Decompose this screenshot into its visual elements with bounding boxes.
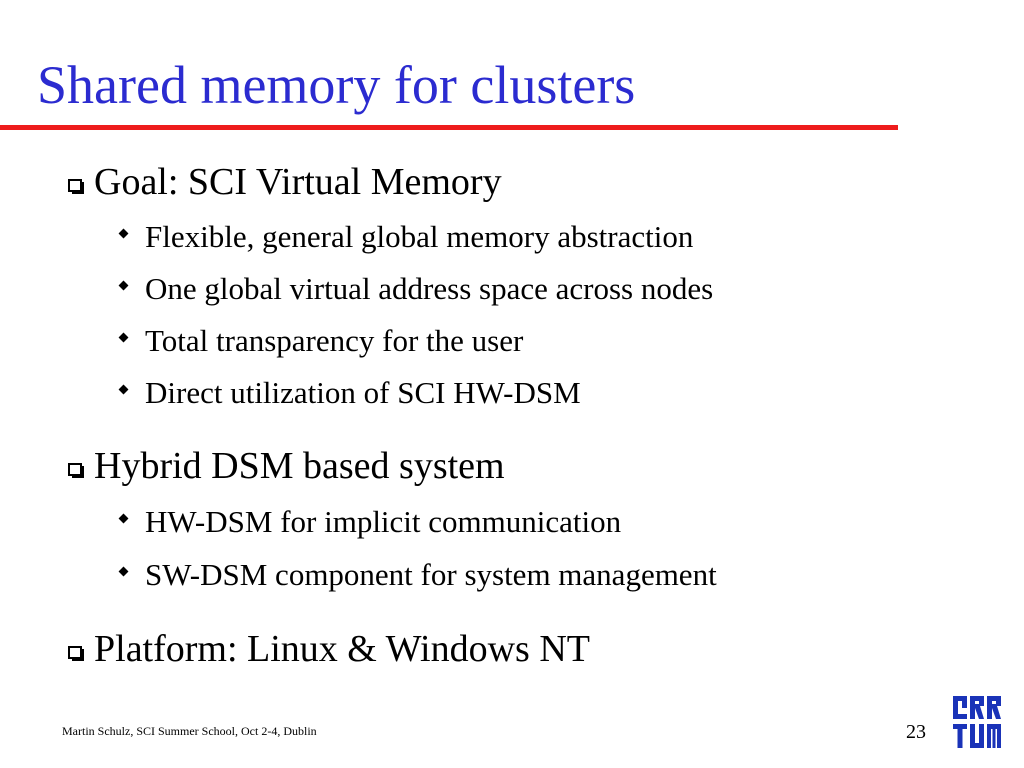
tum-logo-icon	[953, 696, 1001, 748]
sub-bullet-text: Direct utilization of SCI HW-DSM	[145, 375, 581, 410]
sub-bullet-text: HW-DSM for implicit communication	[145, 504, 622, 539]
sub-bullet-text: One global virtual address space across …	[145, 271, 714, 306]
sub-bullet: Flexible, general global memory abstract…	[118, 218, 694, 256]
bullet-goal: Goal: SCI Virtual Memory	[68, 160, 502, 204]
page-number: 23	[906, 721, 926, 743]
diamond-bullet-icon	[118, 228, 129, 238]
bullet-text: Platform: Linux & Windows NT	[94, 628, 590, 670]
bullet-text: Goal: SCI Virtual Memory	[94, 161, 502, 203]
sub-bullet: One global virtual address space across …	[118, 270, 714, 308]
bullet-text: Hybrid DSM based system	[94, 445, 505, 487]
slide-title: Shared memory for clusters	[37, 55, 636, 115]
diamond-bullet-icon	[118, 384, 129, 394]
bullet-platform: Platform: Linux & Windows NT	[68, 627, 590, 671]
diamond-bullet-icon	[118, 513, 129, 523]
sub-bullet: Total transparency for the user	[118, 322, 524, 360]
diamond-bullet-icon	[118, 332, 129, 342]
checkbox-bullet-icon	[68, 645, 84, 661]
sub-bullet-text: Total transparency for the user	[145, 323, 524, 358]
checkbox-bullet-icon	[68, 462, 84, 478]
footer-text: Martin Schulz, SCI Summer School, Oct 2-…	[62, 724, 317, 738]
sub-bullet-text: Flexible, general global memory abstract…	[145, 219, 694, 254]
sub-bullet: HW-DSM for implicit communication	[118, 503, 622, 541]
title-underline	[0, 125, 898, 130]
sub-bullet: Direct utilization of SCI HW-DSM	[118, 374, 581, 412]
diamond-bullet-icon	[118, 566, 129, 576]
bullet-hybrid: Hybrid DSM based system	[68, 444, 505, 488]
diamond-bullet-icon	[118, 280, 129, 290]
checkbox-bullet-icon	[68, 178, 84, 194]
sub-bullet-text: SW-DSM component for system management	[145, 557, 717, 592]
sub-bullet: SW-DSM component for system management	[118, 556, 717, 594]
